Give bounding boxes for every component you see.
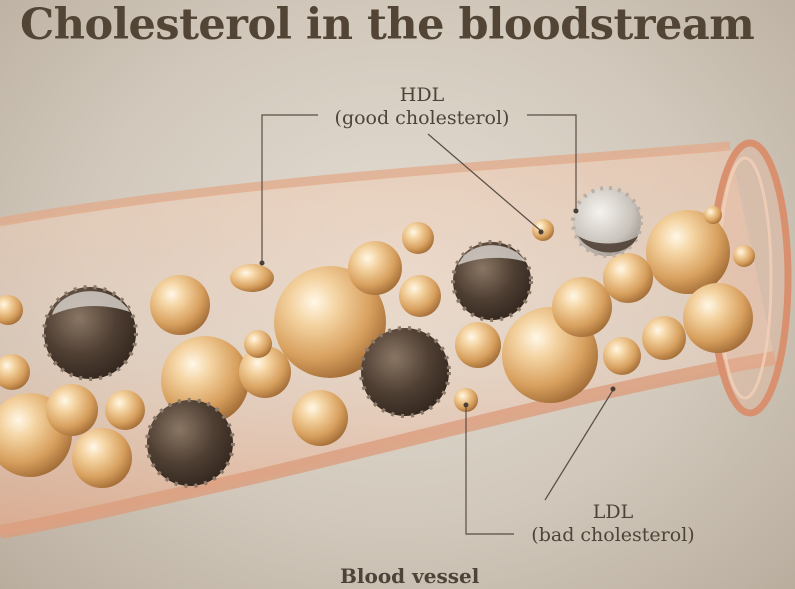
hdl-particle (532, 219, 554, 241)
hdl-particle (552, 277, 612, 337)
hdl-particle (244, 330, 272, 358)
blood-vessel-opening (708, 139, 792, 417)
hdl-particle (733, 245, 755, 267)
hdl-particle (683, 283, 753, 353)
hdl-particle (454, 388, 478, 412)
ldl-callout-line-left (465, 406, 514, 535)
ldl-callout-line-diagonal (544, 389, 614, 501)
ldl-particle (571, 186, 643, 258)
ldl-particle (42, 285, 138, 381)
hdl-particle (72, 428, 132, 488)
hdl-particle (239, 346, 291, 398)
hdl-particle (399, 275, 441, 317)
hdl-particle (402, 222, 434, 254)
ldl-description: (bad cholesterol) (531, 524, 695, 546)
hdl-callout-line-right (527, 114, 577, 210)
page-title: Cholesterol in the bloodstream (20, 0, 755, 50)
blood-vessel-bottom-wall (0, 351, 777, 539)
hdl-callout-line-diagonal (427, 133, 542, 232)
callout-lines (261, 114, 614, 535)
hdl-particle (603, 337, 641, 375)
ldl-label: LDL (bad cholesterol) (518, 501, 708, 547)
hdl-particle (455, 322, 501, 368)
hdl-particle (603, 253, 653, 303)
hdl-label: HDL (good cholesterol) (322, 84, 522, 130)
hdl-particle (274, 266, 386, 378)
ldl-particle (145, 398, 235, 488)
hdl-particle (292, 390, 348, 446)
hdl-particles (0, 206, 755, 488)
callout-dots (259, 208, 616, 408)
ldl-particle (451, 240, 533, 322)
hdl-particle (46, 384, 98, 436)
hdl-particle (642, 316, 686, 360)
hdl-particle (230, 264, 274, 292)
hdl-particle (646, 210, 730, 294)
ldl-particles (42, 186, 643, 488)
ldl-particle (359, 326, 451, 418)
blood-vessel-label: Blood vessel (340, 564, 480, 588)
hdl-callout-line-left (261, 114, 318, 262)
hdl-particle (0, 354, 30, 390)
hdl-particle (0, 295, 23, 325)
hdl-particle (348, 241, 402, 295)
hdl-description: (good cholesterol) (334, 107, 510, 129)
hdl-name: HDL (399, 84, 445, 106)
hdl-particle (704, 206, 722, 224)
hdl-particle (150, 275, 210, 335)
ldl-name: LDL (592, 501, 634, 523)
blood-vessel-top-wall (0, 141, 731, 227)
hdl-particle (105, 390, 145, 430)
